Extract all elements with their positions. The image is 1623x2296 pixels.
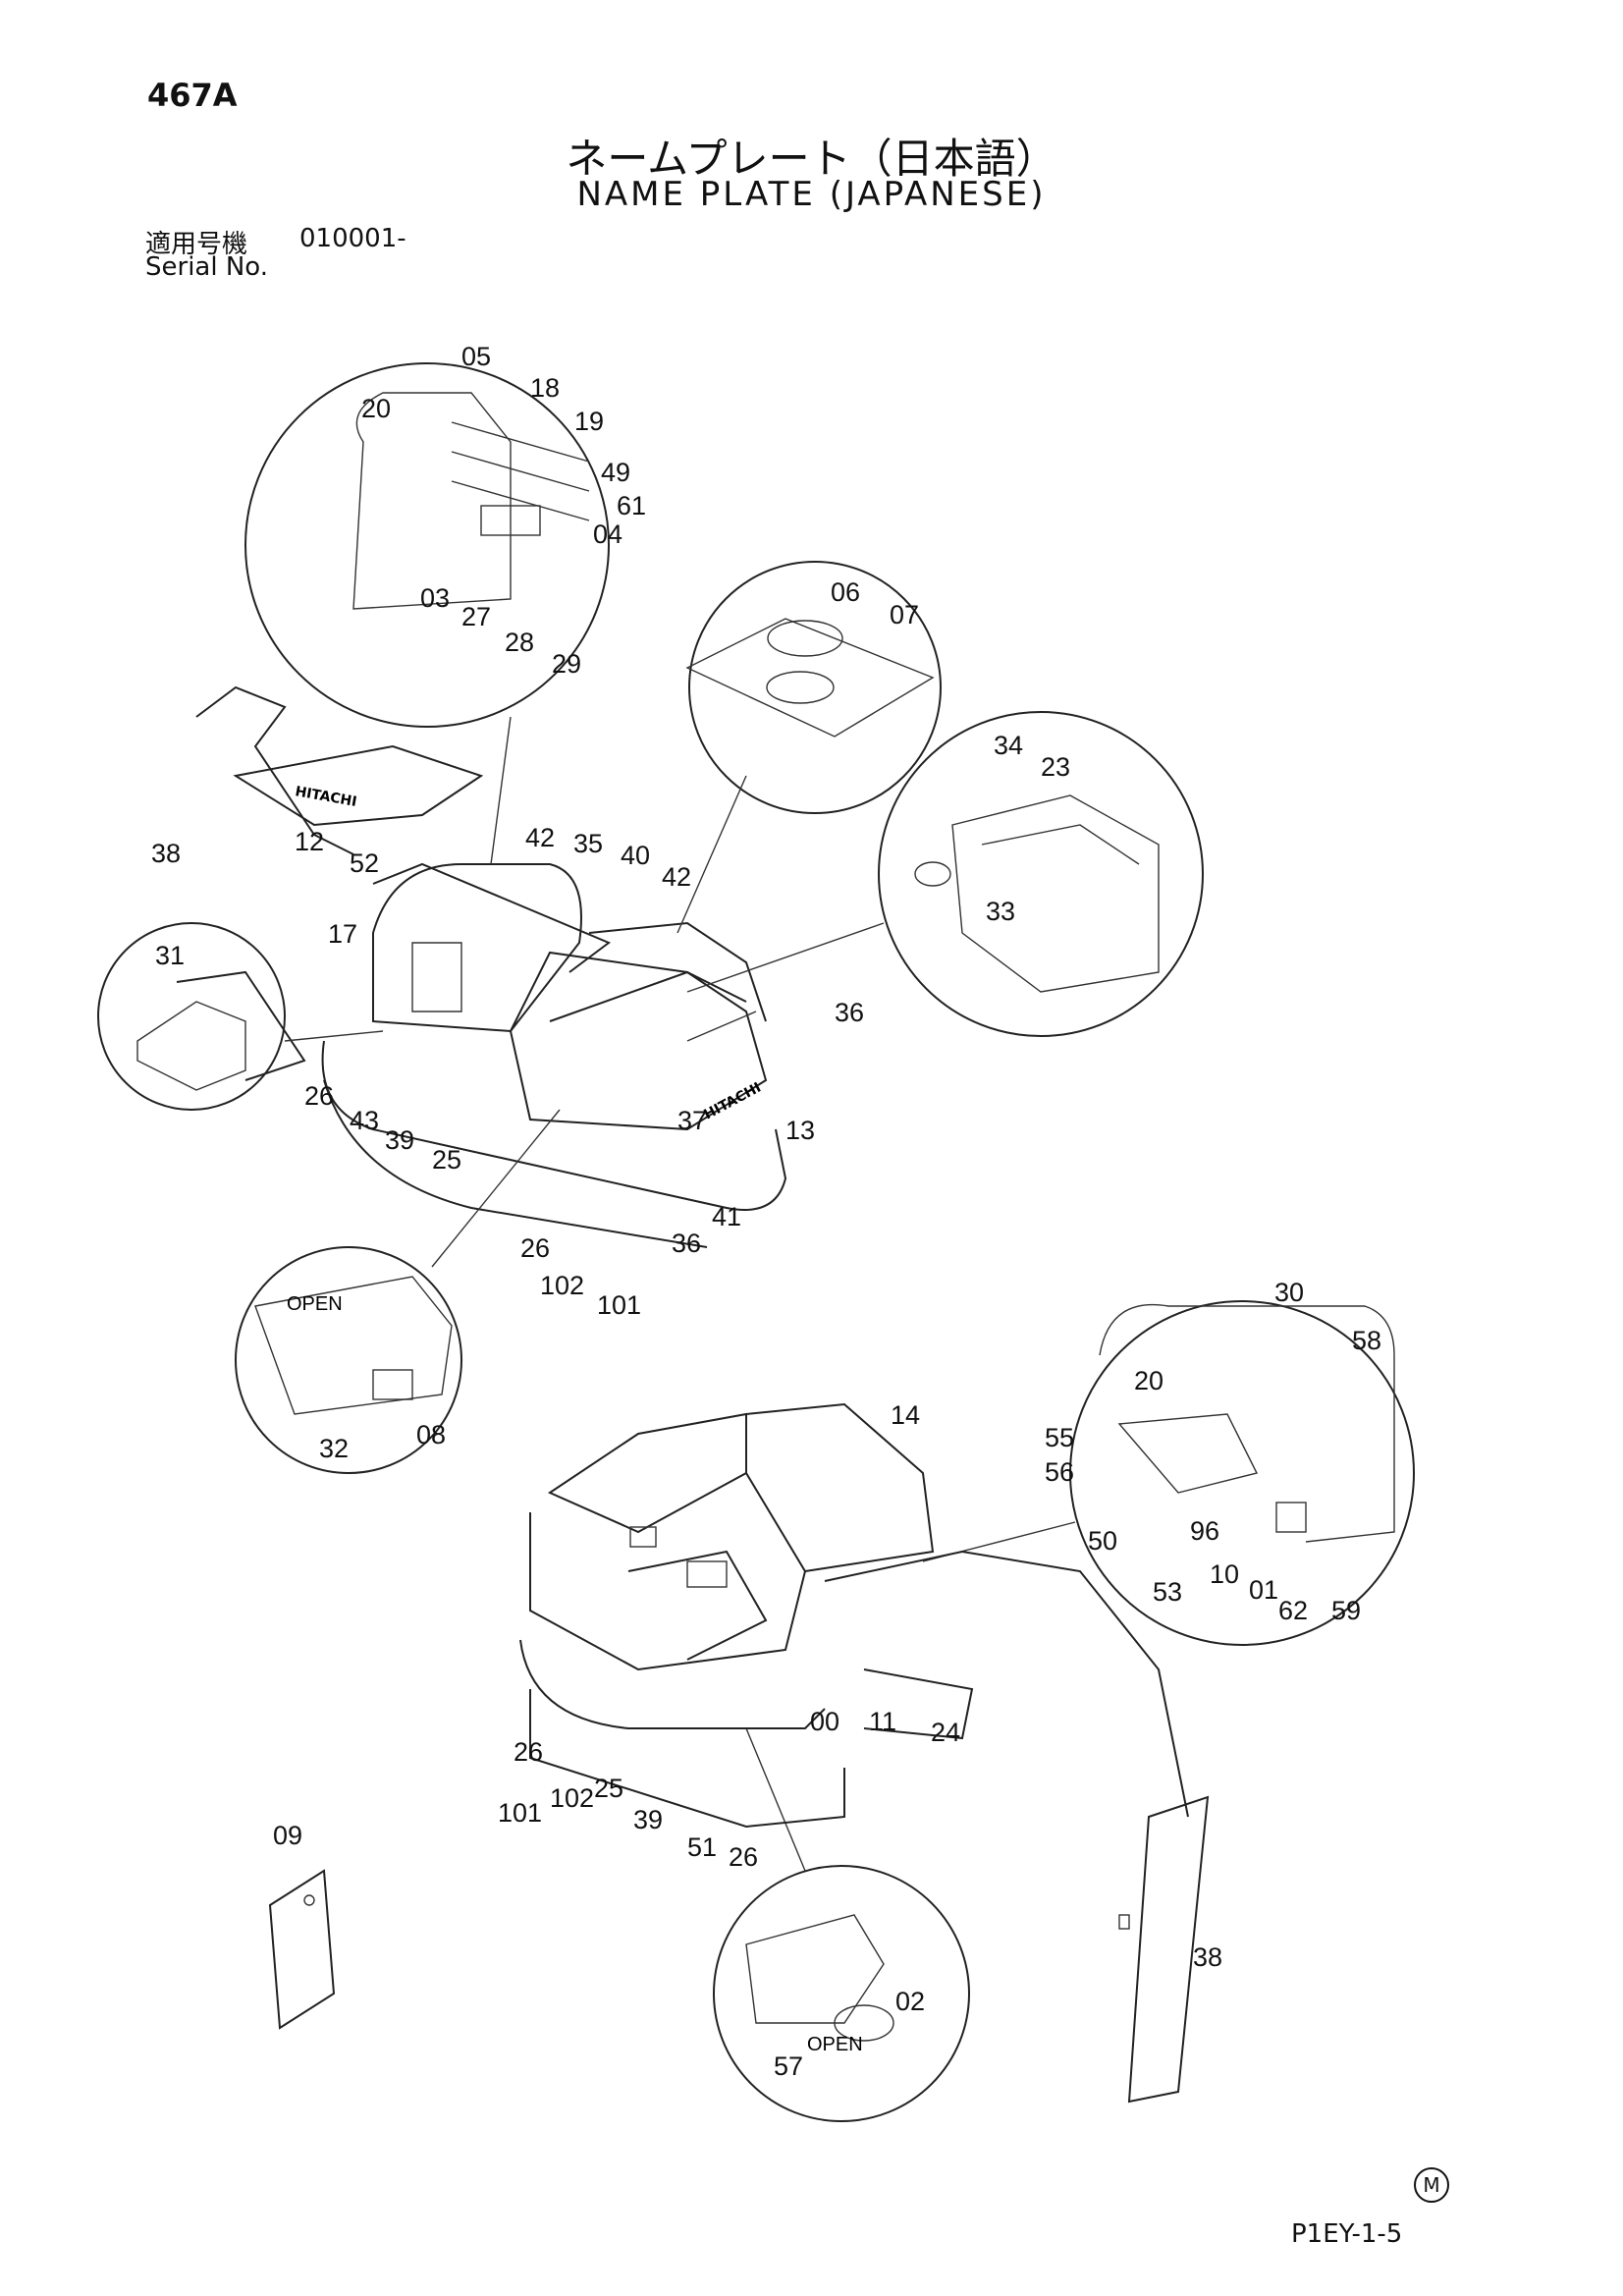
part-number-label: 61 bbox=[617, 491, 646, 520]
part-number-label: 35 bbox=[573, 829, 603, 858]
part-number-label: 101 bbox=[498, 1798, 542, 1828]
part-number-label: 38 bbox=[151, 839, 181, 868]
part-number-label: 25 bbox=[594, 1774, 623, 1803]
part-number-label: 50 bbox=[1088, 1526, 1117, 1556]
part-number-label: 101 bbox=[597, 1290, 641, 1320]
part-number-label: 56 bbox=[1045, 1457, 1074, 1487]
part-number-label: 04 bbox=[593, 519, 622, 549]
part-number-label: 05 bbox=[461, 342, 491, 371]
document-code: P1EY-1-5 bbox=[1291, 2219, 1403, 2249]
part-number-label: 17 bbox=[328, 919, 357, 949]
part-number-label: 25 bbox=[432, 1145, 461, 1175]
detail-circle-engine bbox=[878, 711, 1204, 1037]
part-number-label: 12 bbox=[295, 827, 324, 856]
part-number-label: 59 bbox=[1331, 1596, 1361, 1625]
part-number-label: 08 bbox=[416, 1420, 446, 1449]
part-number-label: 20 bbox=[1134, 1366, 1163, 1395]
part-number-label: 09 bbox=[273, 1821, 302, 1850]
part-number-label: 26 bbox=[304, 1081, 334, 1111]
name-tag-shape bbox=[268, 1869, 336, 2030]
part-number-label: 42 bbox=[662, 862, 691, 892]
page-title-english: NAME PLATE (JAPANESE) bbox=[576, 175, 1047, 214]
part-number-label: 01 bbox=[1249, 1575, 1278, 1605]
detail-circle-console bbox=[1069, 1300, 1415, 1646]
part-number-label: 10 bbox=[1210, 1559, 1239, 1589]
part-number-label: 13 bbox=[785, 1116, 815, 1145]
part-number-label: 32 bbox=[319, 1434, 349, 1463]
part-number-label: 53 bbox=[1153, 1577, 1182, 1607]
part-number-label: 02 bbox=[895, 1987, 925, 2016]
part-number-label: 28 bbox=[505, 628, 534, 657]
part-number-label: 03 bbox=[420, 583, 450, 613]
part-number-label: 33 bbox=[986, 897, 1015, 926]
part-number-label: 26 bbox=[514, 1737, 543, 1767]
part-number-label: 51 bbox=[687, 1832, 717, 1862]
part-number-label: 58 bbox=[1352, 1326, 1381, 1355]
part-number-label: 27 bbox=[461, 602, 491, 631]
part-number-label: 26 bbox=[520, 1233, 550, 1263]
part-number-label: 39 bbox=[633, 1805, 663, 1834]
part-number-label: 55 bbox=[1045, 1423, 1074, 1452]
detail-circle-bracket bbox=[97, 922, 286, 1111]
part-number-label: 20 bbox=[361, 394, 391, 423]
part-number-label: 00 bbox=[810, 1707, 839, 1736]
detail-circle-turntable bbox=[688, 561, 942, 814]
part-number-label: 39 bbox=[385, 1125, 414, 1155]
serial-label-japanese: 適用号機 bbox=[145, 230, 248, 259]
part-number-label: 102 bbox=[540, 1271, 584, 1300]
m-circle-mark: M bbox=[1414, 2167, 1449, 2203]
part-number-label: 102 bbox=[550, 1783, 594, 1813]
page-title-japanese: ネームプレート（日本語） bbox=[566, 135, 1057, 183]
part-number-label: 96 bbox=[1190, 1516, 1219, 1546]
part-number-label: 11 bbox=[869, 1707, 896, 1736]
part-number-label: 19 bbox=[574, 407, 604, 436]
part-number-label: 14 bbox=[891, 1400, 920, 1430]
part-number-label: 40 bbox=[621, 841, 650, 870]
part-number-label: 41 bbox=[712, 1202, 741, 1231]
part-number-label: 06 bbox=[831, 577, 860, 607]
callout-open-battery: OPEN bbox=[287, 1293, 343, 1315]
page-number: 467A bbox=[147, 77, 238, 114]
part-number-label: 57 bbox=[774, 2051, 803, 2081]
serial-value: 010001- bbox=[299, 224, 406, 253]
part-number-label: 34 bbox=[994, 731, 1023, 760]
part-number-label: 29 bbox=[552, 649, 581, 679]
part-number-label: 62 bbox=[1278, 1596, 1308, 1625]
part-number-label: 36 bbox=[835, 998, 864, 1027]
hitachi-decal-counterweight: HITACHI bbox=[701, 1080, 764, 1123]
part-number-label: 37 bbox=[677, 1106, 707, 1135]
part-number-label: 43 bbox=[350, 1106, 379, 1135]
part-number-label: 38 bbox=[1193, 1942, 1222, 1972]
detail-circle-fuel-cap bbox=[713, 1865, 970, 2122]
part-number-label: 30 bbox=[1274, 1278, 1304, 1307]
part-number-label: 26 bbox=[729, 1842, 758, 1872]
part-number-label: 23 bbox=[1041, 752, 1070, 782]
callout-open-fuel: OPEN bbox=[807, 2034, 863, 2055]
part-number-label: 24 bbox=[931, 1718, 960, 1747]
serial-label-english: Serial No. bbox=[145, 252, 268, 282]
part-number-label: 49 bbox=[601, 458, 630, 487]
detail-circle-cab-interior bbox=[244, 362, 610, 728]
part-number-label: 31 bbox=[155, 941, 185, 970]
part-number-label: 36 bbox=[672, 1229, 701, 1258]
part-number-label: 52 bbox=[350, 848, 379, 878]
detail-circle-battery bbox=[235, 1246, 462, 1474]
hitachi-decal-boom: HITACHI bbox=[294, 784, 357, 810]
upper-excavator-drawing: HITACHI HITACHI bbox=[176, 685, 787, 1248]
part-number-label: 42 bbox=[525, 823, 555, 852]
lower-excavator-drawing bbox=[519, 1402, 1210, 2104]
part-number-label: 07 bbox=[890, 600, 919, 629]
part-number-label: 18 bbox=[530, 373, 560, 403]
